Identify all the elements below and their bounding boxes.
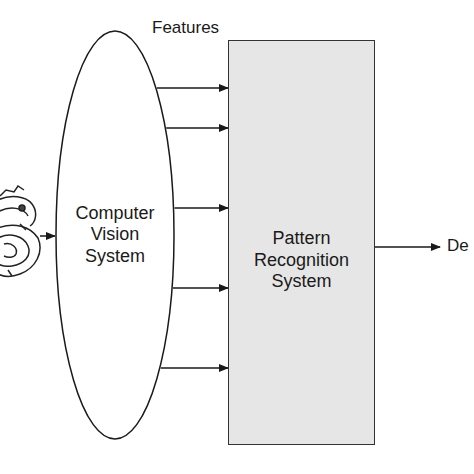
vision-ellipse: Computer Vision System <box>55 30 175 440</box>
node-text: Computer Vision System <box>67 203 163 268</box>
feature-arrow <box>161 367 228 369</box>
input-arrow <box>40 235 55 237</box>
features-label: Features <box>152 18 219 38</box>
output-arrow <box>375 246 440 248</box>
node-text: Pattern Recognition System <box>246 228 358 293</box>
recognition-box: Pattern Recognition System <box>228 40 375 445</box>
feature-arrow <box>166 127 228 129</box>
part-illustration <box>0 186 40 276</box>
feature-arrow <box>157 87 228 89</box>
feature-arrow <box>175 207 229 209</box>
feature-arrow <box>173 287 228 289</box>
output-label: De <box>447 236 469 256</box>
